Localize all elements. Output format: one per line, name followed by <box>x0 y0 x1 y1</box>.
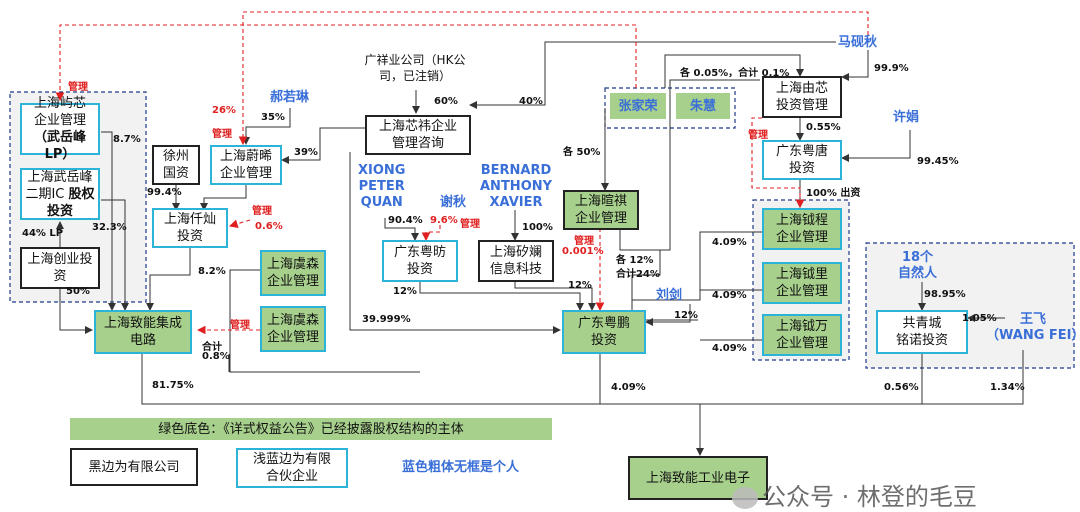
entity-yusen-2: 上海虞森 企业管理 <box>260 306 326 352</box>
pct-label: 4.09% <box>611 382 646 393</box>
pct-label: 12% <box>568 280 592 291</box>
pct-label: 各 50% <box>563 147 601 158</box>
legend-cyan-border: 浅蓝边为有限 合伙企业 <box>236 448 348 488</box>
entity-yuecheng: 上海钺程 企业管理 <box>762 208 842 250</box>
pct-label: 40% <box>519 96 543 107</box>
person-zhangjiarong: 张家荣 <box>610 93 666 119</box>
mgmt-label: 管理 <box>68 82 88 93</box>
entity-wuyuefeng: 上海武岳峰二期IC 股权投资 <box>20 168 100 220</box>
pct-label: 0.56% <box>884 382 919 393</box>
pct-label: 39% <box>294 147 318 158</box>
mgmt-label: 管理 <box>212 129 232 140</box>
pct-label: 100% <box>522 222 553 233</box>
entity-yuetang: 广东粤唐 投资 <box>762 140 842 180</box>
pct-label: 0.55% <box>806 122 841 133</box>
legend-green: 绿色底色：《详式权益公告》已经披露股权结构的主体 <box>70 418 552 440</box>
entity-hk-company: 广祥业公司（HK公 司，已注销） <box>364 53 466 83</box>
pct-label: 4.09% <box>712 343 747 354</box>
person-xujuan: 许娟 <box>893 110 920 125</box>
entity-anqi: 上海暄祺 企业管理 <box>563 190 639 230</box>
legend-black-border: 黑边为有限公司 <box>70 448 198 486</box>
entity-yusen-1: 上海虞森 企业管理 <box>260 250 326 296</box>
pct-label: 50% <box>66 286 90 297</box>
pct-label: 90.4% <box>388 215 423 226</box>
entity-xuzhou: 徐州 国资 <box>152 145 200 185</box>
entity-qianzhou: 上海仟灿 投资 <box>152 208 228 248</box>
entity-yuewan: 上海钺万 企业管理 <box>762 314 842 356</box>
pct-label: 44% LP <box>22 228 64 239</box>
mgmt-label: 管理 <box>748 130 768 141</box>
person-haoruolin: 郝若琳 <box>270 90 310 105</box>
pct-label: 32.3% <box>92 222 127 233</box>
mgmt-label: 管理 <box>230 320 250 331</box>
pct-label: 39.999% <box>362 314 411 325</box>
mgmt-label: 管理 <box>574 236 594 247</box>
person-xieqiu: 谢秋 <box>440 195 467 210</box>
pct-label: 合计 <box>202 342 222 353</box>
entity-gongqing: 共青城 铭诺投资 <box>876 310 968 354</box>
wechat-icon <box>732 487 758 509</box>
pct-label: 60% <box>434 96 458 107</box>
entity-weixi: 上海蔚晞 企业管理 <box>210 145 282 185</box>
pct-label: 99.45% <box>917 156 959 167</box>
legend-blue-person: 蓝色粗体无框是个人 <box>402 460 520 475</box>
person-mayanqiu: 马砚秋 <box>838 35 878 50</box>
pct-label: 合计24% <box>616 269 660 280</box>
pct-label: 8.2% <box>198 266 226 277</box>
entity-xinwei: 上海芯祎企业 管理咨询 <box>365 115 471 155</box>
pct-label: 1.05% <box>962 313 997 324</box>
mgmt-label: 管理 <box>252 206 272 217</box>
entity-youxin: 上海由芯 投资管理 <box>762 76 842 118</box>
pct-label: 4.09% <box>712 237 747 248</box>
entity-chuangye: 上海创业投 资 <box>20 247 100 289</box>
mgmt-label: 0.001% <box>562 246 604 257</box>
entity-shalan: 上海矽斓 信息科技 <box>478 240 554 282</box>
entity-yuepeng: 广东粤鹏 投资 <box>562 310 646 354</box>
entity-yuesheng: 广东粤昉 投资 <box>382 240 458 282</box>
mgmt-label: 26% <box>212 105 236 116</box>
entity-yuxin: 上海屿芯企业管理（武岳峰LP） <box>20 96 100 162</box>
entity-jicheng: 上海致能集成 电路 <box>94 310 192 354</box>
pct-label: 35% <box>261 112 285 123</box>
person-18-natural: 18个 自然人 <box>898 250 938 281</box>
pct-label: 100% 出资 <box>806 188 861 199</box>
person-liujian: 刘剑 <box>656 288 683 303</box>
pct-label: 0.8% <box>202 351 230 362</box>
pct-label: 各 12% <box>616 255 654 266</box>
person-xiong-peter: XIONG PETER QUAN <box>358 163 406 210</box>
pct-label: 99.4% <box>147 187 182 198</box>
mgmt-label: 管理 <box>460 219 480 230</box>
person-wangfei: 王飞 （WANG FEI） <box>986 312 1080 343</box>
watermark: 公众号 · 林登的毛豆 <box>732 452 977 512</box>
mgmt-label: 0.6% <box>255 221 283 232</box>
pct-label: 4.09% <box>712 290 747 301</box>
pct-label: 81.75% <box>152 380 194 391</box>
pct-label: 各 0.05%，合计 0.1% <box>680 68 790 79</box>
person-bernard: BERNARD ANTHONY XAVIER <box>480 163 553 210</box>
pct-label: 8.7% <box>113 134 141 145</box>
pct-label: 12% <box>674 310 698 321</box>
pct-label: 1.34% <box>990 382 1025 393</box>
person-zhuhui: 朱慧 <box>676 93 730 119</box>
pct-label: 12% <box>393 286 417 297</box>
mgmt-label: 9.6% <box>430 215 458 226</box>
pct-label: 98.95% <box>924 289 966 300</box>
pct-label: 99.9% <box>874 63 909 74</box>
entity-yueli: 上海钺里 企业管理 <box>762 262 842 304</box>
